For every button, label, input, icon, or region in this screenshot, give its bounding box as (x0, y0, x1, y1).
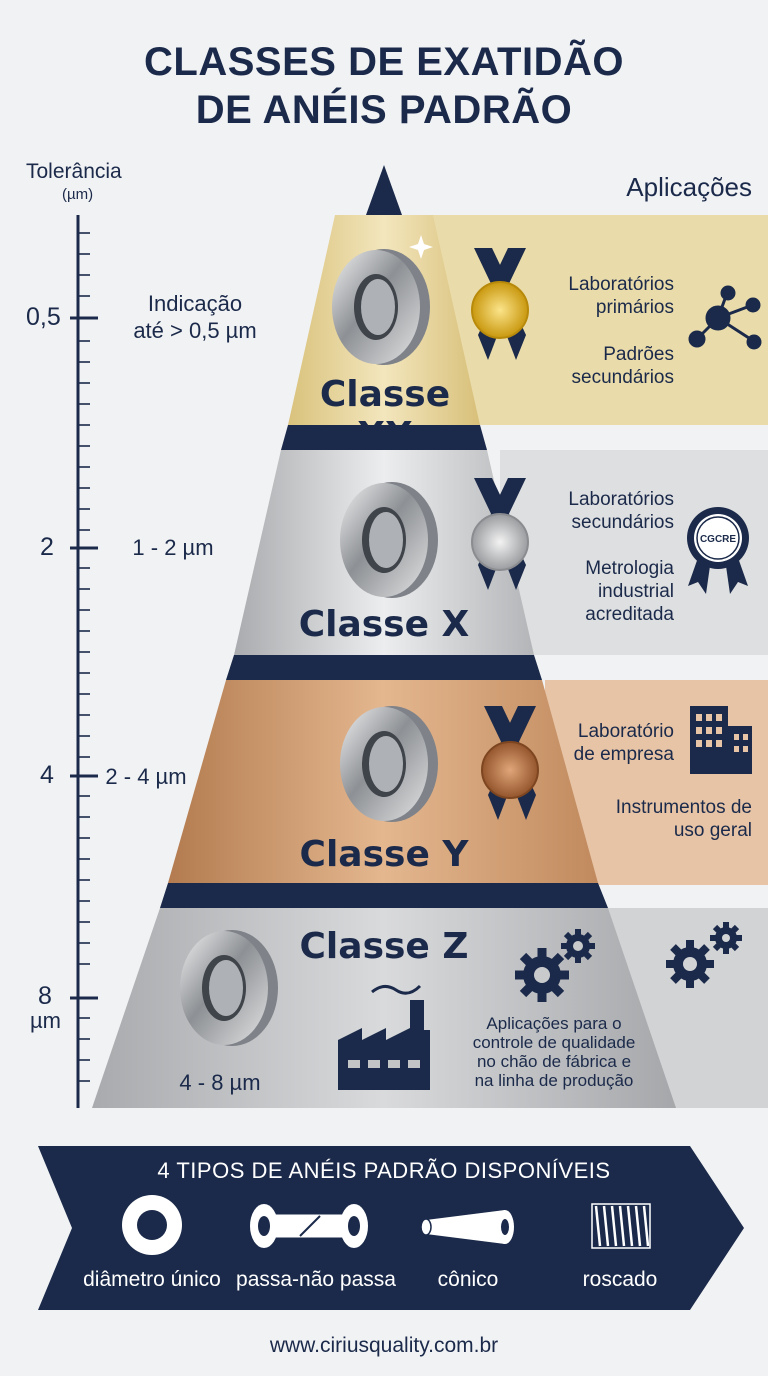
cgcre-seal-icon: CGCRE (687, 507, 749, 594)
ring-z-icon (180, 930, 278, 1046)
app-xx-1: Laboratórios primários (568, 274, 674, 318)
axis-unit: (µm) (62, 186, 94, 203)
pyramid-apex (366, 165, 402, 215)
tolerance-axis (70, 215, 98, 1108)
tick-0-5: 0,5 (26, 303, 61, 331)
ring-icon (122, 1195, 182, 1255)
applications-heading: Aplicações (626, 172, 752, 202)
gold-medal-icon (471, 248, 529, 360)
range-xx: Indicação até > 0,5 µm (133, 291, 257, 343)
class-xx-label: Classe XX (319, 374, 451, 456)
gears-icon-right (666, 922, 742, 988)
network-icon (688, 285, 762, 350)
title-line-2: DE ANÉIS PADRÃO (195, 88, 573, 132)
range-x: 1 - 2 µm (132, 535, 214, 560)
tier-xx-base (281, 425, 487, 450)
app-y-1: Laboratório de empresa (573, 721, 674, 765)
range-z: 4 - 8 µm (179, 1070, 261, 1095)
ring-y-icon (340, 706, 438, 822)
app-x-2: Metrologia industrial acreditada (585, 558, 674, 625)
banner-title: 4 TIPOS DE ANÉIS PADRÃO DISPONÍVEIS (157, 1158, 611, 1183)
tick-8-unit: µm (30, 1008, 62, 1033)
threaded-ring-icon (591, 1203, 651, 1249)
factory-icon (338, 984, 430, 1090)
ring-xx-icon (332, 235, 433, 365)
page-title: CLASSES DE EXATIDÃO DE ANÉIS PADRÃO (0, 38, 768, 134)
type-label-tapered: cônico (437, 1268, 499, 1291)
ring-x-icon (340, 482, 438, 598)
app-x-1: Laboratórios secundários (568, 489, 674, 533)
type-label-single: diâmetro único (83, 1268, 221, 1291)
seal-text: CGCRE (700, 534, 736, 545)
class-z-label: Classe Z (299, 926, 469, 967)
gears-icon (515, 929, 595, 1002)
tier-x-base (226, 655, 542, 680)
bronze-medal-icon (481, 706, 539, 820)
silver-medal-icon (471, 478, 529, 590)
class-x-label: Classe X (298, 604, 470, 645)
axis-heading: Tolerância (26, 160, 122, 183)
type-label-threaded: roscado (582, 1268, 658, 1291)
tick-2: 2 (40, 533, 54, 561)
building-icon (690, 706, 752, 774)
tapered-ring-icon (420, 1210, 514, 1244)
tick-4: 4 (40, 761, 54, 789)
pyramid-graphic: CGCRE (70, 165, 768, 1108)
go-nogo-gauge-icon (250, 1204, 368, 1248)
app-y-2: Instrumentos de uso geral (615, 797, 752, 841)
class-y-label: Classe Y (299, 834, 469, 875)
app-xx-2: Padrões secundários (571, 344, 674, 388)
tier-y-base (160, 883, 608, 908)
range-y: 2 - 4 µm (105, 764, 187, 789)
tick-8: 8 (38, 982, 52, 1010)
title-line-1: CLASSES DE EXATIDÃO (144, 40, 624, 84)
app-z-1: Aplicações para o controle de qualidade … (472, 1014, 636, 1090)
types-banner (38, 1146, 744, 1310)
type-label-go-nogo: passa-não passa (236, 1268, 396, 1291)
footer-url[interactable]: www.ciriusquality.com.br (269, 1334, 499, 1357)
